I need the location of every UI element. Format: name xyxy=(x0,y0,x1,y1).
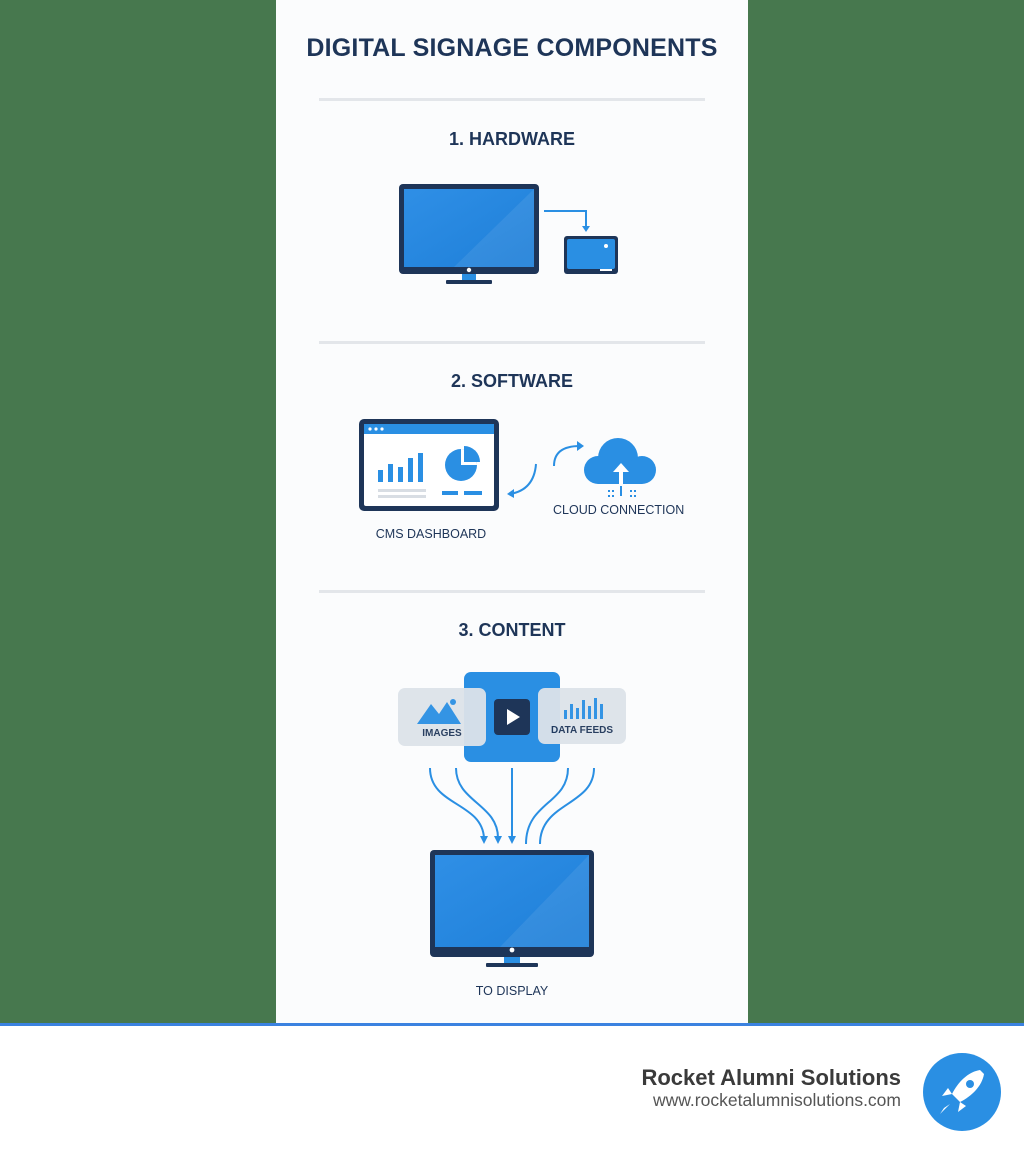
flow-arrows xyxy=(429,767,595,845)
data-feeds-card: DATA FEEDS xyxy=(538,688,626,744)
infographic-title: DIGITAL SIGNAGE COMPONENTS xyxy=(306,34,718,62)
images-card: IMAGES xyxy=(398,688,486,746)
media-player-icon xyxy=(544,210,618,274)
data-feeds-label: DATA FEEDS xyxy=(550,725,614,736)
rocket-icon xyxy=(923,1053,1001,1131)
brand-name: Rocket Alumni Solutions xyxy=(641,1065,901,1090)
data-feed-icon xyxy=(564,698,603,719)
play-icon xyxy=(494,699,530,735)
image-icon xyxy=(417,699,461,724)
dashboard-icon xyxy=(359,419,499,511)
monitor-icon xyxy=(399,184,539,284)
to-display-label: TO DISPLAY xyxy=(475,984,549,998)
divider-1 xyxy=(319,98,705,101)
content-heading: 3. CONTENT xyxy=(458,620,566,640)
divider-3 xyxy=(319,590,705,593)
cloud-connection-label: CLOUD CONNECTION xyxy=(553,503,685,517)
brand-url[interactable]: www.rocketalumnisolutions.com xyxy=(652,1090,901,1110)
cloud-upload-icon xyxy=(584,438,656,497)
footer-accent-line xyxy=(0,1023,1024,1026)
sync-arrows-icon xyxy=(507,441,584,498)
divider-2 xyxy=(319,341,705,344)
software-heading: 2. SOFTWARE xyxy=(450,371,573,391)
hardware-heading: 1. HARDWARE xyxy=(448,129,575,149)
images-label: IMAGES xyxy=(422,728,462,739)
display-monitor-icon xyxy=(430,850,594,967)
cms-dashboard-label: CMS DASHBOARD xyxy=(375,527,487,541)
footer: Rocket Alumni Solutions www.rocketalumni… xyxy=(0,1026,1024,1154)
infographic-panel: DIGITAL SIGNAGE COMPONENTS 1. HARDWARE 2… xyxy=(276,0,748,1024)
